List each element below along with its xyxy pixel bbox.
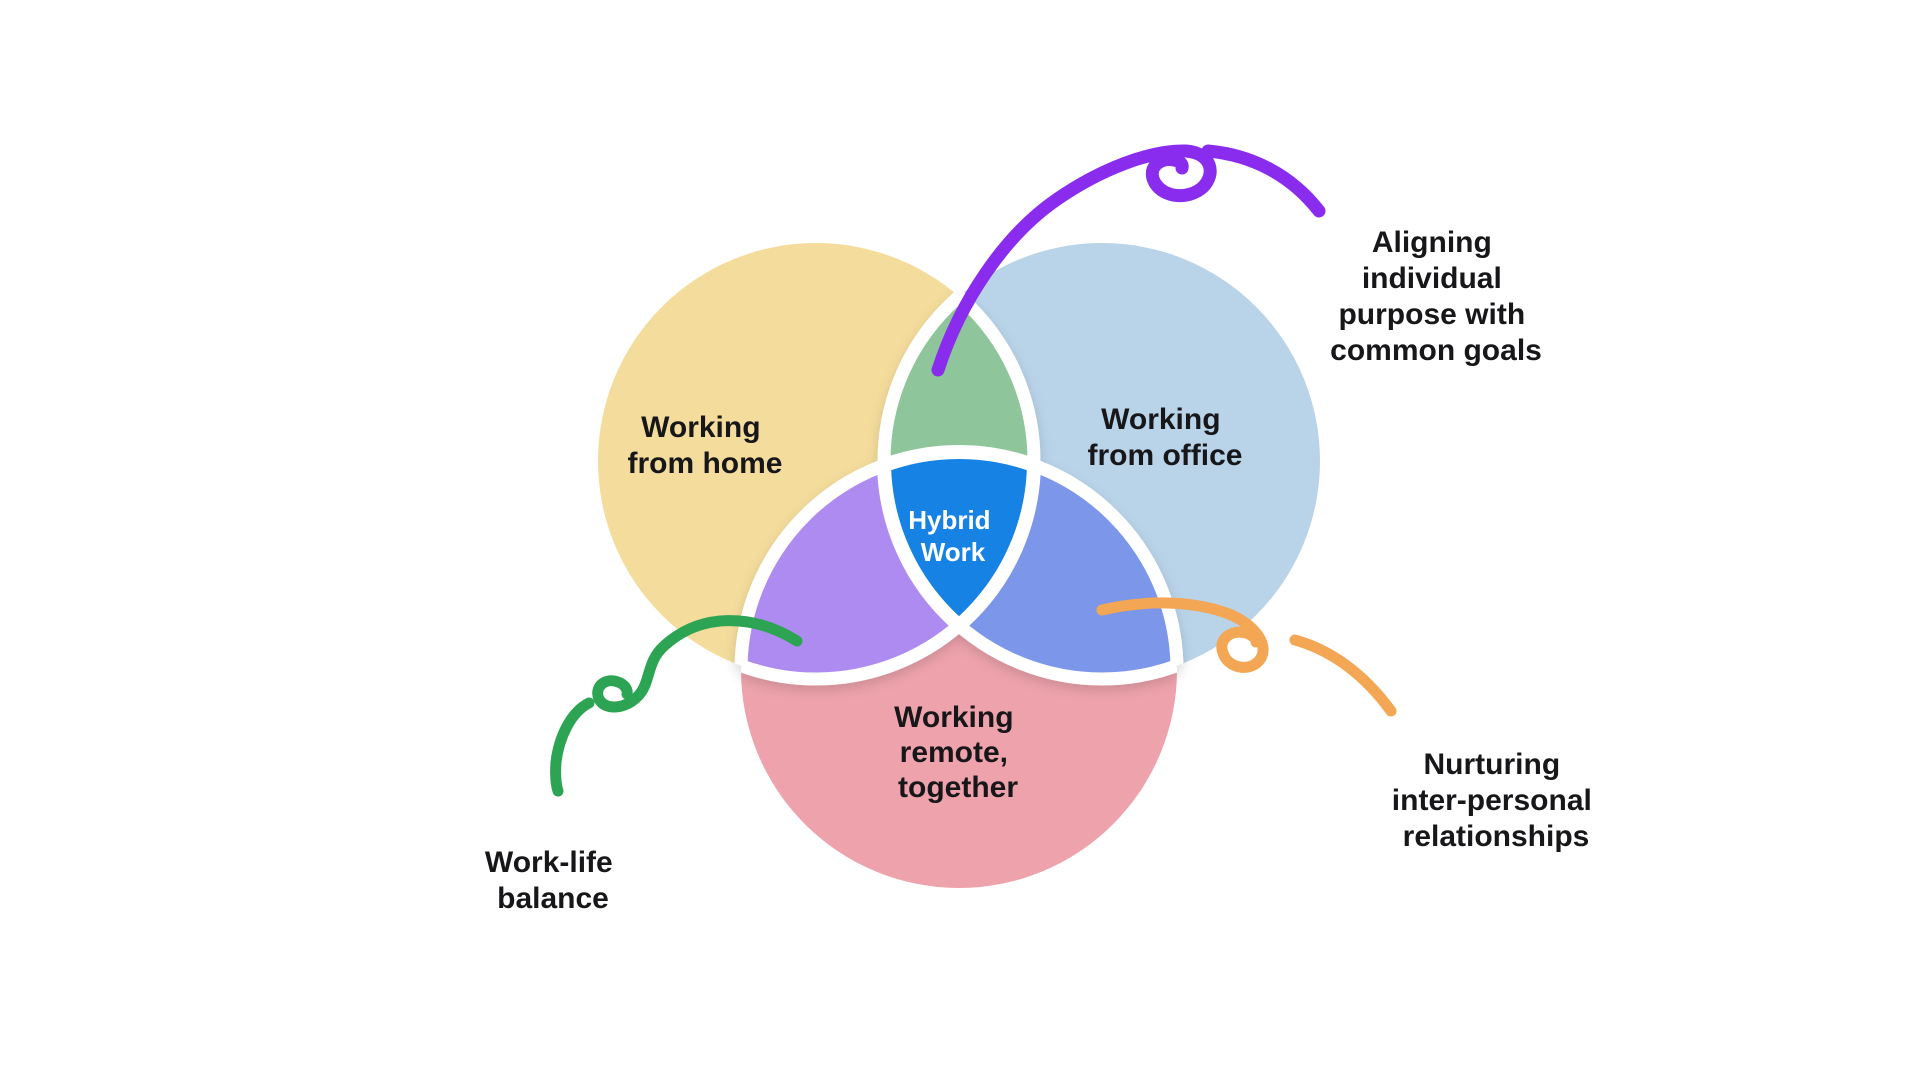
arrow-aligning-purpose-end [1201,144,1326,218]
label-line: remote, [900,736,1008,769]
annotation-line: individual [1362,262,1502,295]
arrow-work-life-balance-main [592,615,803,713]
arrow-aligning-purpose-main [931,144,1217,377]
label-line: Work [921,537,986,567]
label-line: Hybrid [908,505,990,535]
arrow-nurturing-relationships-end [1289,634,1397,717]
annotation-line: Nurturing [1424,748,1561,781]
annotation-line: Work-life [485,846,613,879]
label-line: Working [894,701,1013,734]
annotation-line: relationships [1403,820,1590,853]
arrow-nurturing-relationships-main [1096,597,1269,673]
label-working-remote-together: Working remote, together [894,701,1022,804]
label-line: from office [1087,439,1242,472]
annotation-line: common goals [1330,334,1542,367]
label-line: Working [641,411,760,444]
annotation-line: Aligning [1372,226,1492,259]
label-line: Working [1101,403,1220,436]
label-working-from-home: Working from home [627,411,782,480]
label-line: from home [627,447,782,480]
annotation-line: purpose with [1338,298,1525,331]
annotation-work-life-balance: Work-life balance [485,846,621,915]
label-line: together [898,771,1018,804]
annotation-aligning-purpose: Aligning individual purpose with common … [1330,226,1542,367]
arrow-work-life-balance-end [550,697,595,797]
label-working-from-office: Working from office [1087,403,1242,472]
label-hybrid-work: Hybrid Work [908,505,998,567]
annotation-line: balance [497,882,609,915]
annotation-line: inter-personal [1392,784,1592,817]
annotation-nurturing-relationships: Nurturing inter-personal relationships [1392,748,1600,853]
